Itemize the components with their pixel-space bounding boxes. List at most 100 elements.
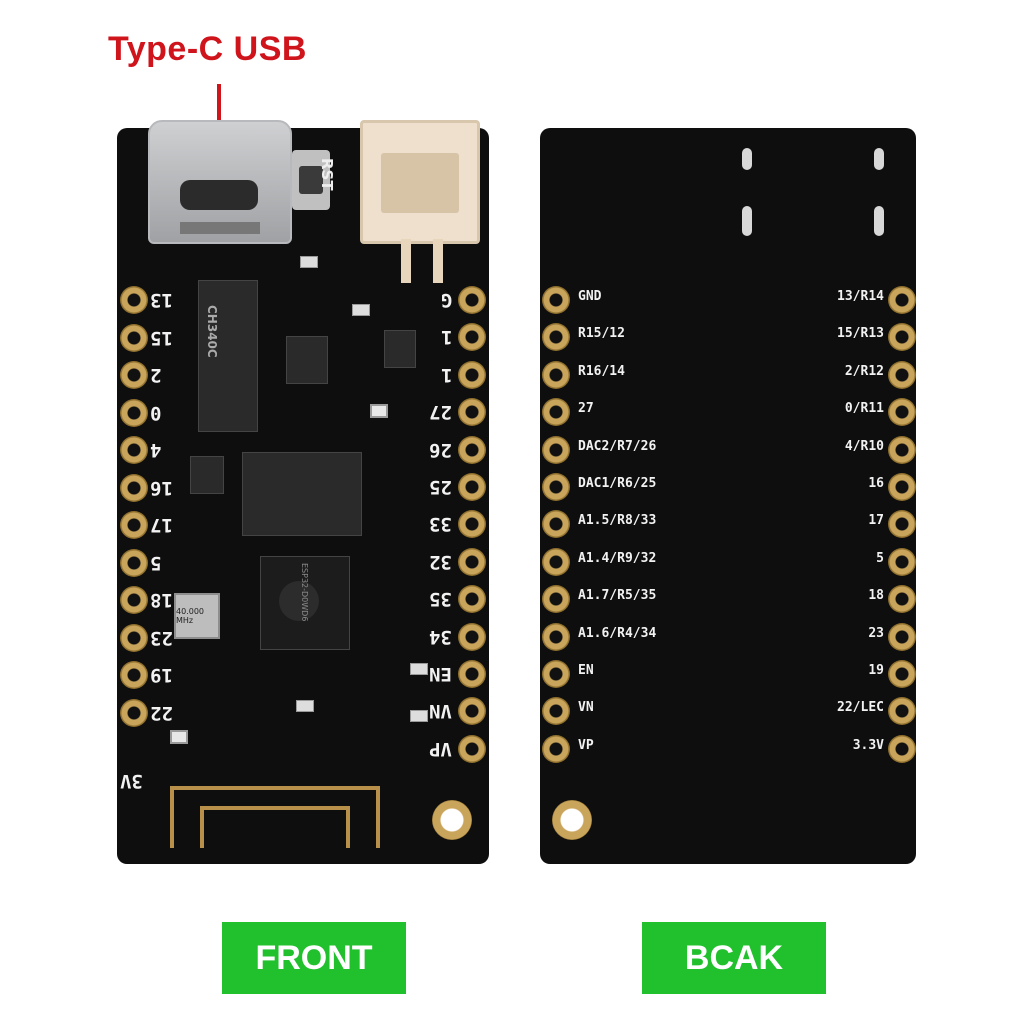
front-left-pin-label: 4 bbox=[150, 439, 162, 461]
back-right-pin bbox=[888, 398, 916, 427]
back-right-pin bbox=[888, 660, 916, 688]
front-left-pin-label: 0 bbox=[150, 401, 162, 424]
back-left-pin-label: EN bbox=[578, 663, 594, 678]
back-right-pin-label: 0/R11 bbox=[844, 401, 884, 417]
back-left-pin-label: VN bbox=[578, 700, 594, 716]
front-right-pin-label: 34 bbox=[429, 625, 452, 648]
back-left-pin-label: A1.6/R4/34 bbox=[578, 625, 657, 641]
front-left-pin bbox=[120, 586, 148, 614]
esp32-chip: ESP32-D0WD6 bbox=[260, 556, 350, 650]
back-left-pin-label: VP bbox=[578, 737, 594, 753]
front-left-pin-label: 18 bbox=[150, 589, 173, 611]
front-3v-label: 3V bbox=[120, 770, 143, 792]
back-right-pin-label: 22/LEC bbox=[837, 700, 884, 716]
type-c-usb-callout: Type-C USB bbox=[108, 30, 307, 68]
back-right-pin bbox=[888, 622, 916, 651]
front-left-pin-label: 16 bbox=[150, 476, 173, 499]
back-left-pin bbox=[542, 286, 570, 314]
front-right-pin-label: 35 bbox=[429, 588, 452, 611]
front-left-pin-label: 17 bbox=[150, 514, 173, 536]
back-board bbox=[540, 128, 916, 864]
front-right-pin-label: 33 bbox=[429, 513, 452, 536]
back-left-pin-label: 27 bbox=[578, 401, 594, 417]
back-right-pin bbox=[888, 435, 916, 464]
front-left-pin bbox=[120, 661, 148, 689]
back-left-pin bbox=[542, 622, 570, 651]
jst-socket bbox=[381, 153, 459, 213]
back-right-pin bbox=[888, 323, 916, 352]
small-ic-2 bbox=[190, 456, 224, 494]
ch340c-chip: CH340C bbox=[198, 280, 258, 432]
front-left-pin bbox=[120, 286, 148, 314]
back-right-pin-label: 13/R14 bbox=[837, 289, 884, 304]
back-right-pin-label: 15/R13 bbox=[837, 326, 884, 342]
back-left-pin bbox=[542, 398, 570, 427]
front-left-pin-label: 15 bbox=[150, 326, 173, 349]
front-right-pin-label: VN bbox=[429, 700, 452, 723]
front-left-pin-label: 23 bbox=[150, 626, 173, 649]
regulator-chip bbox=[242, 452, 362, 536]
status-led bbox=[370, 404, 388, 418]
front-left-pin bbox=[120, 323, 148, 352]
front-left-pin bbox=[120, 398, 148, 427]
back-left-pin-label: DAC1/R6/25 bbox=[578, 476, 657, 491]
front-right-pin bbox=[458, 734, 486, 763]
front-left-pin bbox=[120, 436, 148, 464]
sot-chip bbox=[286, 336, 328, 384]
front-right-pin bbox=[458, 286, 486, 314]
front-badge: FRONT bbox=[222, 922, 406, 994]
usb-c-shield bbox=[180, 222, 260, 234]
front-right-pin bbox=[458, 547, 486, 576]
back-left-pin bbox=[542, 697, 570, 726]
jst-battery-connector bbox=[360, 120, 480, 283]
back-badge: BCAK bbox=[642, 922, 826, 994]
smd-part bbox=[410, 663, 428, 675]
back-left-pin-label: R15/12 bbox=[578, 326, 625, 342]
front-right-pin bbox=[458, 323, 486, 352]
back-pad bbox=[742, 206, 752, 236]
back-left-pin bbox=[542, 360, 570, 389]
front-right-pin-label: G bbox=[440, 289, 452, 311]
front-right-pin-label: 1 bbox=[440, 363, 452, 386]
crystal-oscillator: 40.000 MHz bbox=[174, 593, 220, 639]
back-left-pin bbox=[542, 323, 570, 352]
front-left-pin bbox=[120, 623, 148, 652]
rst-label: RST bbox=[318, 158, 336, 191]
front-right-pin-label: VP bbox=[429, 737, 452, 760]
smd-part bbox=[300, 256, 318, 268]
back-right-pin-label: 16 bbox=[868, 476, 884, 491]
back-right-pin bbox=[888, 697, 916, 726]
smd-part bbox=[352, 304, 370, 316]
back-left-pin-label: GND bbox=[578, 289, 602, 304]
back-right-pin bbox=[888, 734, 916, 763]
back-left-pin bbox=[542, 547, 570, 576]
front-left-pin bbox=[120, 698, 148, 727]
front-right-pin-label: EN bbox=[429, 663, 452, 685]
back-right-pin bbox=[888, 585, 916, 614]
back-right-pin bbox=[888, 286, 916, 314]
front-right-pin bbox=[458, 398, 486, 427]
small-ic bbox=[384, 330, 416, 368]
back-right-pin-label: 2/R12 bbox=[844, 363, 884, 379]
back-right-pin-label: 4/R10 bbox=[844, 438, 884, 454]
front-left-pin-label: 5 bbox=[150, 551, 162, 574]
front-right-pin-label: 26 bbox=[429, 438, 452, 461]
reset-button bbox=[292, 150, 330, 210]
front-right-pin-label: 32 bbox=[429, 550, 452, 573]
back-left-pin-label: A1.7/R5/35 bbox=[578, 588, 657, 604]
back-right-pin bbox=[888, 547, 916, 576]
front-left-pin-label: 2 bbox=[150, 364, 162, 386]
esp32-label: ESP32-D0WD6 bbox=[300, 563, 309, 622]
front-right-pin bbox=[458, 585, 486, 614]
back-left-pin-label: A1.5/R8/33 bbox=[578, 513, 657, 529]
front-right-pin bbox=[458, 697, 486, 726]
back-right-pin bbox=[888, 510, 916, 539]
front-right-pin bbox=[458, 622, 486, 651]
smd-part bbox=[296, 700, 314, 712]
front-right-pin-label: 25 bbox=[429, 476, 452, 498]
back-right-pin bbox=[888, 473, 916, 501]
callout-leader-line bbox=[217, 84, 221, 140]
front-left-pin-label: 19 bbox=[150, 664, 173, 686]
front-right-pin bbox=[458, 510, 486, 539]
back-right-pin bbox=[888, 360, 916, 389]
